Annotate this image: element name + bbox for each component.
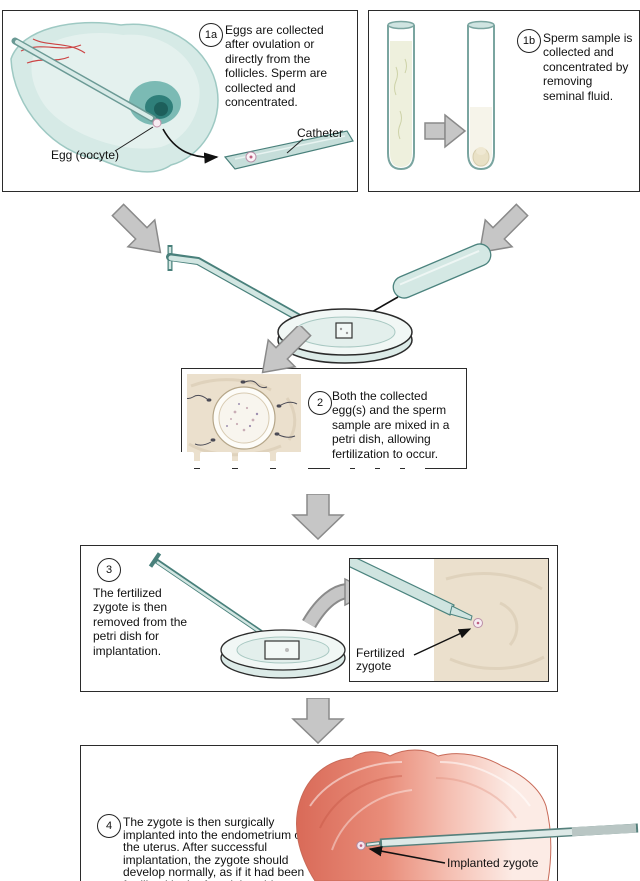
- implantation-catheter-icon: [365, 823, 639, 848]
- step-1b-badge-label: 1b: [522, 34, 536, 47]
- flow-arrow-into-inset-icon: [248, 326, 313, 382]
- test-tube-raw-sample-icon: [387, 20, 415, 171]
- catheter-icon: [223, 130, 354, 170]
- egg-oocyte-icon: [152, 118, 162, 128]
- flow-arrow-down-icon: [292, 494, 344, 540]
- step-4-badge: 4: [97, 814, 121, 838]
- step-3-badge: 3: [97, 558, 121, 582]
- step-2-box: 2 Both the collected egg(s) and the sper…: [181, 368, 467, 469]
- step-1a-text: Eggs are collected after ovulation or di…: [225, 23, 328, 109]
- step-1a-panel: 1a Eggs are collected after ovulation or…: [2, 10, 358, 192]
- uterus-implantation-illustration: [295, 749, 639, 881]
- step-1b-badge: 1b: [517, 29, 541, 53]
- catheter-into-dish-icon: [166, 245, 330, 337]
- fertilized-egg-illustration: [187, 378, 298, 457]
- step-1a-badge-label: 1a: [204, 28, 218, 41]
- zygote-removal-illustration: [148, 552, 373, 679]
- pipette-tip-icon: [350, 559, 473, 621]
- catheter-label: Catheter: [297, 126, 344, 140]
- fertilized-zygote-inset: Fertilized zygote: [349, 558, 549, 682]
- pour-arrow: [248, 326, 313, 382]
- step-4-text: The zygote is then surgically implanted …: [123, 815, 305, 881]
- egg-oocyte-label: Egg (oocyte): [51, 148, 120, 162]
- step-4-badge-label: 4: [105, 819, 113, 832]
- implanted-zygote-label: Implanted zygote: [447, 856, 539, 870]
- flow-arrow-from-1a-icon: [103, 195, 175, 267]
- tilted-test-tube-icon: [392, 243, 492, 299]
- step-2-badge-label: 2: [316, 396, 324, 409]
- zygote-pickup-illustration: [350, 559, 545, 671]
- mixing-illustration: [103, 195, 537, 364]
- petri-dish-icon: [277, 308, 413, 364]
- fertilization-inset: [187, 374, 301, 461]
- step-3-box: 3 The fertilized zygote is then removed …: [80, 545, 558, 692]
- tube-process-arrow-icon: [424, 113, 467, 149]
- step-1a-badge: 1a: [199, 23, 223, 47]
- sperm-test-tubes-illustration: [387, 20, 495, 171]
- watermark: [86, 450, 448, 498]
- test-tube-concentrated-icon: [467, 20, 495, 171]
- fertilized-zygote-label: Fertilized zygote: [356, 646, 405, 674]
- flow-arrow-down-2-icon: [292, 698, 344, 744]
- step-1b-panel: 1b Sperm sample is collected and concent…: [368, 10, 640, 192]
- sperm-cells: [187, 380, 298, 446]
- step-3-text: The fertilized zygote is then removed fr…: [93, 586, 188, 658]
- step-3-badge-label: 3: [105, 563, 113, 576]
- ovary-egg-retrieval-illustration: [10, 21, 354, 173]
- step-1b-text: Sperm sample is collected and concentrat…: [543, 31, 633, 103]
- step-2-text: Both the collected egg(s) and the sperm …: [332, 389, 450, 461]
- down-arrow-1: [292, 494, 344, 540]
- step-2-badge: 2: [308, 391, 332, 415]
- petri-dish-2-icon: [220, 629, 346, 679]
- down-arrow-2: [292, 698, 344, 744]
